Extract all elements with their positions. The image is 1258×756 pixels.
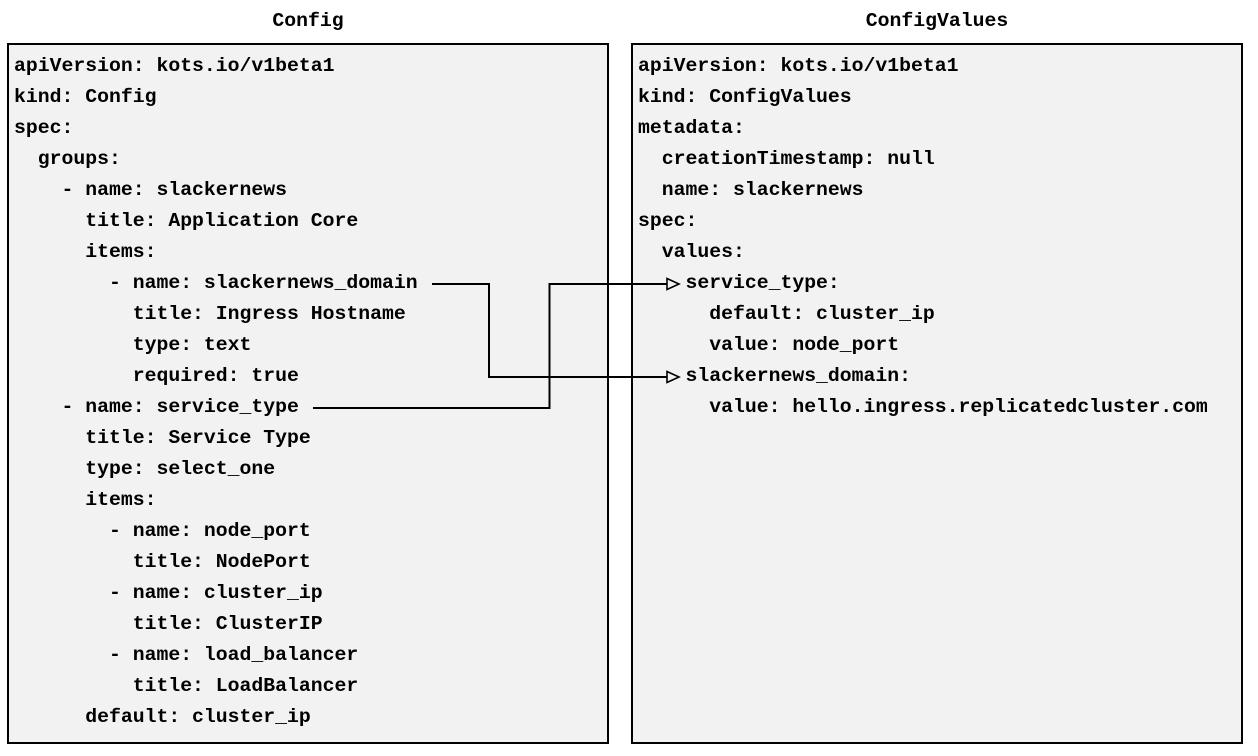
code-line: type: select_one [14,458,276,480]
code-line: apiVersion: kots.io/v1beta1 [638,55,959,77]
configvalues-code-block: apiVersion: kots.io/v1beta1 kind: ConfigV… [631,43,1243,744]
code-line: value: node_port [638,334,900,356]
code-line: default: cluster_ip [638,303,935,325]
code-line: - name: node_port [14,520,311,542]
config-panel-title: Config [272,10,344,32]
code-line: items: [14,241,157,263]
code-line: name: slackernews [638,179,864,201]
code-line: - name: slackernews_domain [14,272,418,294]
code-line: creationTimestamp: null [638,148,935,170]
code-line: title: Ingress Hostname [14,303,406,325]
code-line: service_type: [638,272,840,294]
code-line: kind: ConfigValues [638,86,852,108]
code-line: title: Application Core [14,210,359,232]
code-line: - name: slackernews [14,179,288,201]
code-line: value: hello.ingress.replicatedcluster.c… [638,396,1208,418]
code-line: metadata: [638,117,745,139]
code-line: spec: [14,117,74,139]
code-line: title: NodePort [14,551,311,573]
configvalues-panel-title: ConfigValues [865,10,1009,32]
code-line: default: cluster_ip [14,706,311,728]
code-line: slackernews_domain: [638,365,912,387]
code-line: - name: load_balancer [14,644,359,666]
code-line: items: [14,489,157,511]
code-line: title: Service Type [14,427,311,449]
code-line: title: LoadBalancer [14,675,359,697]
code-line: values: [638,241,745,263]
code-line: kind: Config [14,86,157,108]
code-line: type: text [14,334,252,356]
code-line: - name: cluster_ip [14,582,323,604]
code-line: - name: service_type [14,396,299,418]
code-line: spec: [638,210,698,232]
code-line: title: ClusterIP [14,613,323,635]
code-line: groups: [14,148,121,170]
code-line: apiVersion: kots.io/v1beta1 [14,55,335,77]
config-code-block: apiVersion: kots.io/v1beta1 kind: Config s… [7,43,609,744]
code-line: required: true [14,365,299,387]
